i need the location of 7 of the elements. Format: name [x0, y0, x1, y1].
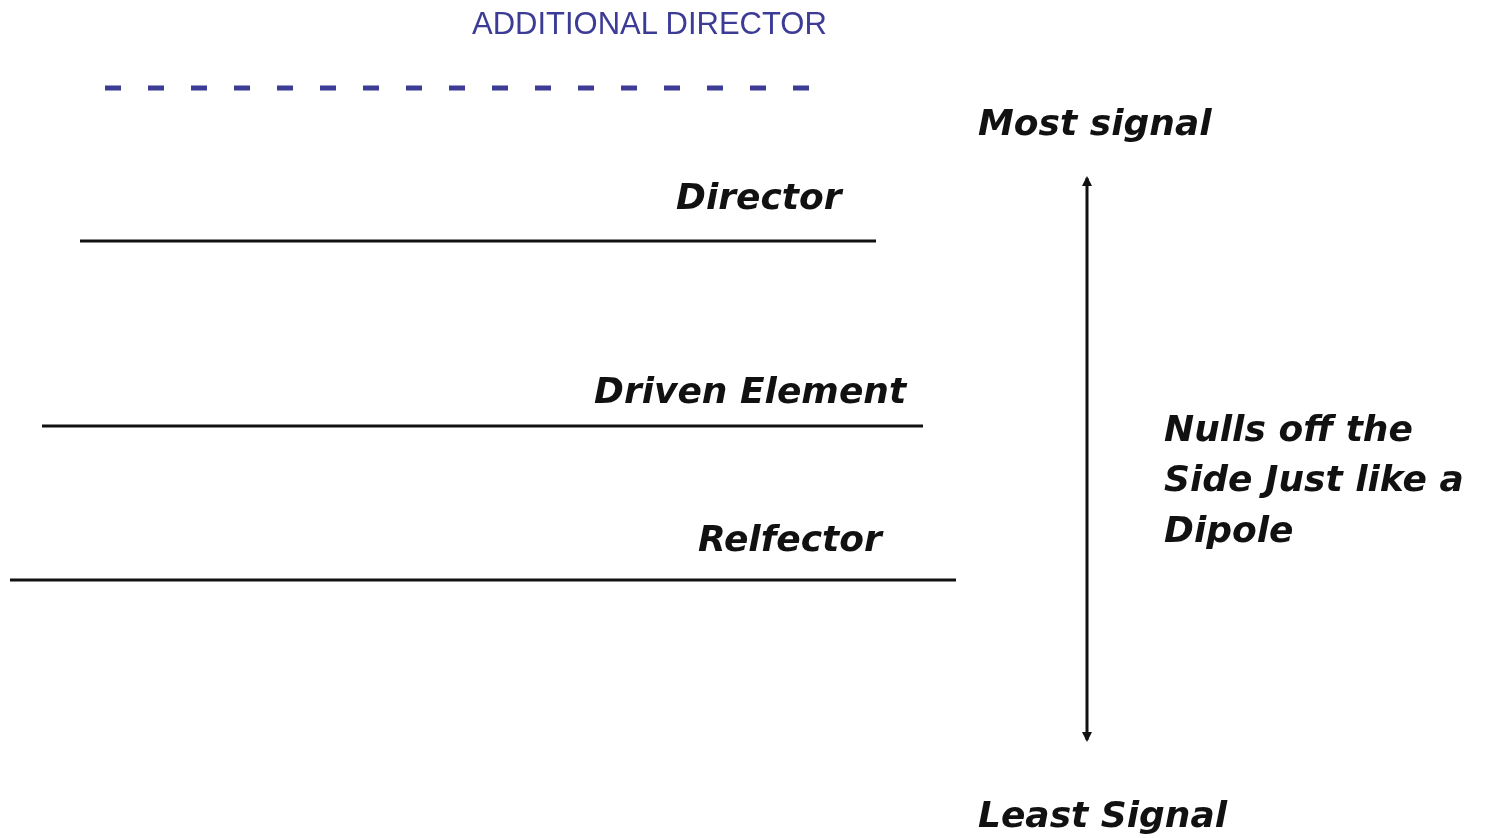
element-label: Relfector	[698, 517, 882, 561]
direction-label: Most signal	[978, 101, 1212, 145]
heading-label: ADDITIONAL DIRECTOR	[472, 5, 827, 43]
direction-label: Least Signal	[978, 793, 1228, 837]
element-label: Driven Element	[594, 369, 907, 413]
element-label: Director	[676, 175, 842, 219]
note-text: Nulls off the Side Just like a Dipole	[1164, 407, 1465, 552]
